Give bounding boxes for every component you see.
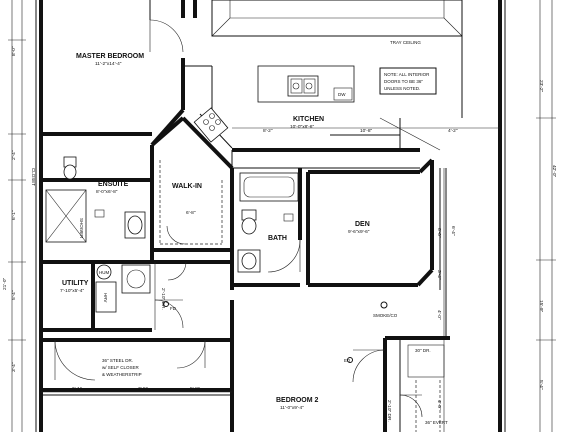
note-line-2: DOORS TO BE 36" (384, 79, 423, 84)
smoke-co-label: SMOKE/CO (373, 313, 398, 318)
dim-kitchen-right: 4'-2" (448, 128, 458, 134)
ensuite-size: 8'-0"x6'-8" (96, 189, 118, 195)
bedroom2-size: 11'-0"x9'-4" (280, 405, 304, 411)
dim-right-5-4: 5'-4" (538, 380, 544, 390)
dim-kitchen-left: 8'-2" (263, 128, 273, 134)
master-bedroom-size: 11'-2"x14'-4" (95, 61, 122, 67)
dim-den-3-4: 3'-4" (436, 270, 442, 280)
den-name: DEN (355, 221, 370, 228)
walk-in-name: WALK-IN (172, 183, 202, 190)
tray-ceiling (211, 0, 463, 118)
ed-label: ED (344, 358, 351, 363)
bedroom2-name: BEDROOM 2 (276, 397, 319, 404)
dim-left-6-1: 6'-1" (11, 210, 17, 220)
note-line-3: UNLESS NOTED. (384, 86, 420, 91)
note-box (379, 67, 437, 95)
bedroom2-walls (41, 336, 450, 432)
door-30-label: 30" DR. (415, 348, 431, 353)
ensuite-walls (41, 145, 154, 250)
utility-name: UTILITY (62, 280, 89, 287)
note-line-1: NOTE: ALL INTERIOR (384, 72, 430, 77)
master-bedroom-name: MASTER BEDROOM (76, 53, 144, 60)
kitchen-fixtures (183, 65, 441, 169)
right-dimension-line (536, 0, 556, 432)
floor-drain-label: FD (170, 306, 177, 311)
dim-bedroom2-door: 2'-10" DR. (386, 400, 392, 422)
master-bedroom-walls (41, 19, 185, 147)
dim-bottom-3-5: 3'-5" (138, 386, 148, 392)
closet-label: CLOSET (31, 168, 36, 186)
dim-bottom-5-8: 5'-8" (190, 386, 200, 392)
dim-left-8-0: 8'-0" (11, 46, 17, 56)
kitchen-name: KITCHEN (293, 116, 324, 123)
dim-den-right: 8'-6" (436, 228, 442, 238)
dim-right-6-4: 6'-4" (450, 226, 456, 236)
dim-left-2-4: 2'-4" (11, 150, 17, 160)
dim-left-3-4: 3'-4" (11, 362, 17, 372)
smoke-co-detector (380, 301, 388, 309)
den-walls (306, 158, 447, 340)
dim-bottom-6-1: 6'-1" (72, 386, 82, 392)
steel-door-line-2: w/ SELF CLOSER (102, 365, 140, 370)
dishwasher-label: DW (338, 92, 346, 97)
exterior-walls (35, 0, 506, 432)
dim-den-lower-b: 4'-0" (436, 400, 442, 410)
utility-size: 7'-10"x5'-4" (60, 288, 84, 294)
walk-in-walls (150, 116, 234, 290)
dim-left-21: 21'-0" (2, 277, 8, 290)
steel-door-line-3: & WEATHERSTRIP (102, 372, 142, 377)
tray-ceiling-label: TRAY CEILING (390, 40, 421, 45)
dim-walk-in: 6'-8" (186, 210, 196, 216)
hrv-label: HRV (103, 293, 108, 302)
dim-kitchen-mid: 10'-8" (360, 128, 373, 134)
dim-utility-door: 2'-10" DR. (160, 288, 166, 310)
left-dimension-line (8, 0, 26, 432)
evert-label: 36" EVERT (425, 420, 448, 425)
dim-den-lower-a: 4'-0" (436, 310, 442, 320)
dim-left-5-4: 5'-4" (11, 290, 17, 300)
shower-label: SHOWER (79, 218, 84, 239)
dim-right-23-2: 23'-2" (538, 80, 544, 93)
ensuite-name: ENSUITE (98, 181, 129, 188)
steel-door-line-1: 36" STEEL DR. (102, 358, 133, 363)
bath-name: BATH (268, 235, 287, 242)
dim-right-15-9: 15'-9" (538, 300, 544, 313)
den-size: 9'-6"x9'-6" (348, 229, 370, 235)
kitchen-size: 10'-0"x8'-6" (290, 124, 314, 130)
utility-walls (39, 250, 234, 342)
bath-fixtures (232, 168, 302, 287)
hum-label: HUM (99, 270, 109, 275)
dim-right-42: 42'-0" (551, 165, 557, 178)
